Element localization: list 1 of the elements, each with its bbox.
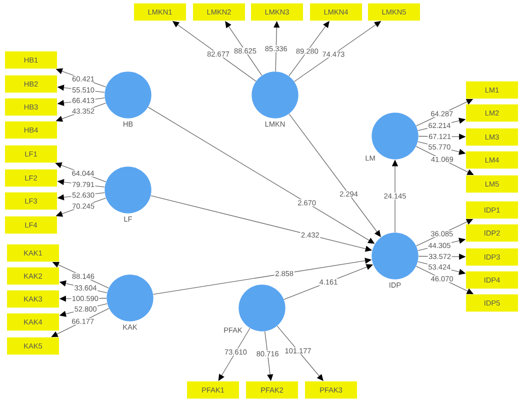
arrow: [284, 264, 373, 300]
